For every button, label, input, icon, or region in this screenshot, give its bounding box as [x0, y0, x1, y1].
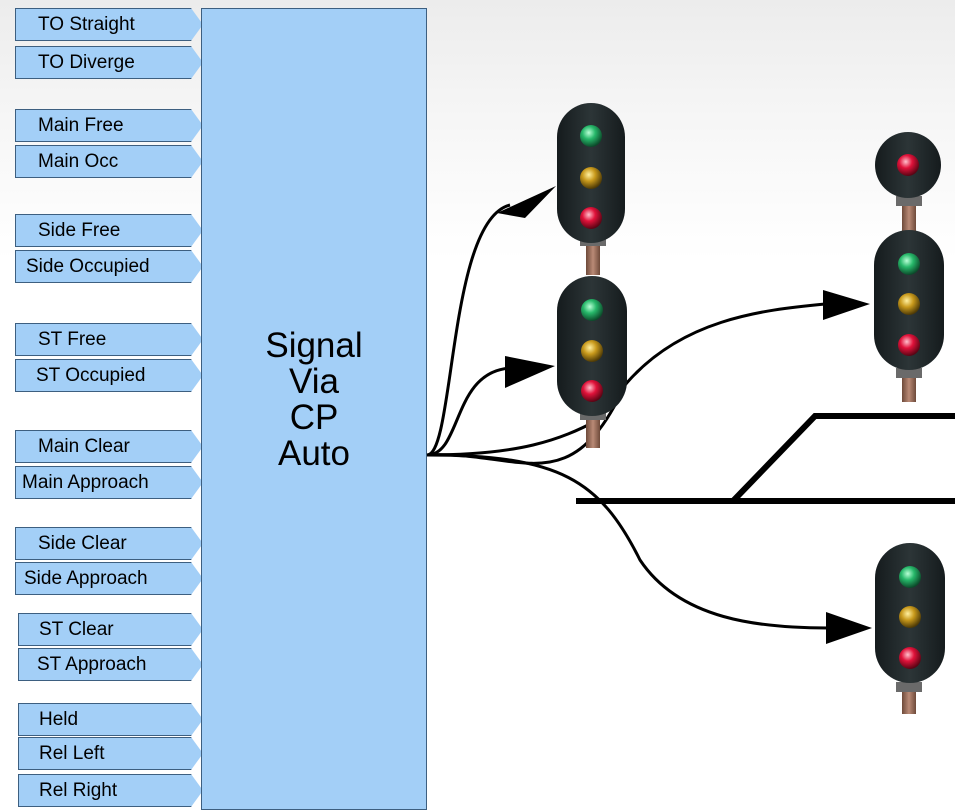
- input-label: ST Clear: [39, 618, 114, 640]
- block-title-line: CP: [289, 398, 339, 437]
- block-title: Signal Via CP Auto: [201, 328, 427, 472]
- yellow-lamp: [898, 293, 920, 315]
- block-title-line: Auto: [278, 434, 350, 473]
- green-lamp: [898, 253, 920, 275]
- green-lamp: [581, 299, 603, 321]
- input-main-approach[interactable]: Main Approach: [15, 466, 203, 499]
- input-label: Side Occupied: [26, 255, 150, 277]
- input-to-diverge[interactable]: TO Diverge: [15, 46, 203, 79]
- signal-bracket: [896, 368, 922, 378]
- input-side-free[interactable]: Side Free: [15, 214, 203, 247]
- arrowhead-upper-right: [823, 290, 870, 320]
- arrowhead-upper-left: [497, 186, 556, 218]
- input-main-clear[interactable]: Main Clear: [15, 430, 203, 463]
- input-label: Rel Right: [39, 779, 118, 801]
- input-label: Held: [39, 708, 79, 730]
- input-st-clear[interactable]: ST Clear: [18, 613, 203, 646]
- red-lamp: [899, 647, 921, 669]
- input-held[interactable]: Held: [18, 703, 203, 736]
- signal-lower-left[interactable]: [557, 276, 627, 448]
- input-label: TO Straight: [38, 13, 135, 35]
- arrowheads: [497, 186, 872, 644]
- red-lamp: [581, 380, 603, 402]
- input-label: ST Occupied: [36, 364, 146, 386]
- input-label: ST Free: [38, 328, 107, 350]
- yellow-lamp: [581, 340, 603, 362]
- arrowhead-lower-left: [505, 356, 555, 388]
- input-label: ST Approach: [37, 653, 147, 675]
- signal-upper-left[interactable]: [557, 103, 625, 275]
- input-label: Main Clear: [38, 435, 130, 457]
- green-lamp: [580, 125, 602, 147]
- input-label: Main Approach: [22, 471, 149, 493]
- signal-upper-right[interactable]: [874, 132, 944, 402]
- input-side-approach[interactable]: Side Approach: [15, 562, 203, 595]
- block-title-line: Signal: [265, 326, 363, 365]
- input-label: Side Free: [38, 219, 121, 241]
- input-st-free[interactable]: ST Free: [15, 323, 203, 356]
- diverging-track: [730, 413, 955, 504]
- input-label: Side Clear: [38, 532, 127, 554]
- input-side-occupied[interactable]: Side Occupied: [15, 250, 203, 283]
- input-to-straight[interactable]: TO Straight: [15, 8, 203, 41]
- input-rel-right[interactable]: Rel Right: [18, 774, 203, 807]
- input-main-free[interactable]: Main Free: [15, 109, 203, 142]
- track-diagram: [576, 413, 955, 504]
- input-label: TO Diverge: [38, 51, 135, 73]
- red-lamp: [580, 207, 602, 229]
- input-column: TO Straight TO Diverge Main Free Main Oc…: [0, 0, 205, 810]
- input-rel-left[interactable]: Rel Left: [18, 737, 203, 770]
- green-lamp: [899, 566, 921, 588]
- signal-post: [586, 418, 600, 448]
- input-side-clear[interactable]: Side Clear: [15, 527, 203, 560]
- arrowhead-lower-right: [826, 612, 872, 644]
- connector-lower-left: [426, 366, 511, 457]
- block-title-line: Via: [289, 362, 339, 401]
- signal-bracket: [896, 682, 922, 692]
- input-label: Side Approach: [24, 567, 148, 589]
- red-lamp: [898, 334, 920, 356]
- input-label: Main Free: [38, 114, 124, 136]
- signal-lower-right[interactable]: [875, 543, 945, 714]
- yellow-lamp: [580, 167, 602, 189]
- input-main-occ[interactable]: Main Occ: [15, 145, 203, 178]
- red-lamp: [897, 154, 919, 176]
- connector-lower-left-base: [426, 418, 599, 457]
- connector-lower-right: [426, 453, 829, 630]
- yellow-lamp: [899, 606, 921, 628]
- connector-lines: [426, 203, 829, 630]
- input-label: Main Occ: [38, 150, 119, 172]
- input-st-occupied[interactable]: ST Occupied: [15, 359, 203, 392]
- signal-bracket: [896, 196, 922, 206]
- logic-block[interactable]: [201, 8, 427, 810]
- input-label: Rel Left: [39, 742, 105, 764]
- signal-post: [586, 245, 600, 275]
- connector-upper-left: [426, 203, 511, 457]
- input-st-approach[interactable]: ST Approach: [18, 648, 203, 681]
